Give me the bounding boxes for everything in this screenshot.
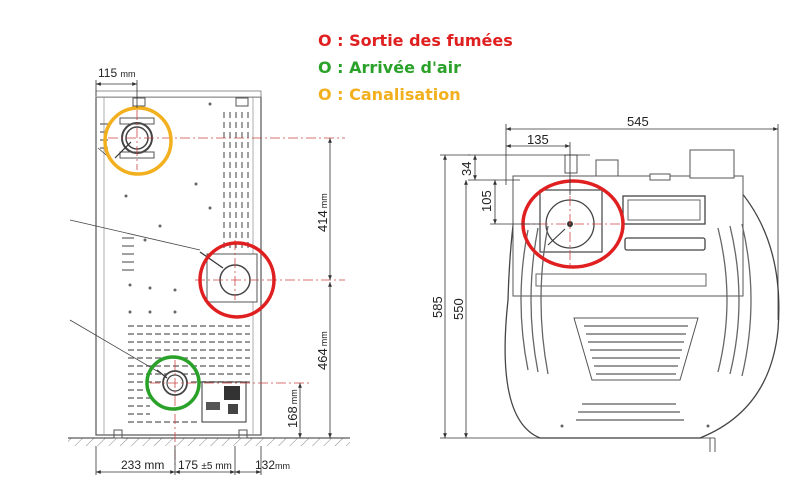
svg-text:135: 135	[527, 132, 549, 147]
smoke-outlet-top	[539, 189, 603, 253]
svg-text:132mm: 132mm	[255, 458, 290, 472]
dim-414: 414mm	[315, 138, 332, 280]
legend-ducting: O : Canalisation	[318, 85, 461, 104]
dim-115: 115 mm	[95, 66, 138, 108]
svg-text:175 ±5 mm: 175 ±5 mm	[178, 458, 232, 472]
svg-text:585: 585	[430, 296, 445, 318]
top-view: 545 135 34 105 585 550	[430, 114, 780, 452]
dim-bottom: 233 mm 175 ±5 mm 132mm	[95, 446, 290, 475]
svg-text:233 mm: 233 mm	[121, 458, 164, 472]
svg-text:414mm: 414mm	[315, 193, 330, 232]
dim-585-550: 585 550	[430, 154, 716, 452]
smoke-outlet-highlight	[198, 241, 276, 319]
dim-135: 135	[506, 132, 571, 195]
air-inlet-highlight	[145, 355, 201, 411]
svg-text:545: 545	[627, 114, 649, 129]
smoke-outlet-rear	[199, 251, 258, 303]
legend-air-inlet: O : Arrivée d'air	[318, 58, 462, 77]
ducting-highlight	[103, 106, 173, 176]
dim-168: 168mm	[285, 383, 302, 438]
dim-464: 464mm	[315, 282, 332, 438]
floor-hatch	[68, 438, 350, 446]
svg-text:115 mm: 115 mm	[98, 66, 135, 80]
svg-text:34: 34	[459, 162, 474, 176]
top-grill	[573, 317, 699, 421]
dim-105: 105	[479, 180, 540, 225]
svg-text:464mm: 464mm	[315, 331, 330, 370]
svg-text:550: 550	[451, 298, 466, 320]
legend-smoke-outlet: O : Sortie des fumées	[318, 31, 513, 50]
dim-545: 545	[505, 114, 779, 320]
svg-text:105: 105	[479, 190, 494, 212]
rear-view: 115 mm 414mm 464mm 168mm 233 mm 175 ±5 m…	[68, 66, 350, 475]
svg-text:168mm: 168mm	[285, 389, 300, 428]
